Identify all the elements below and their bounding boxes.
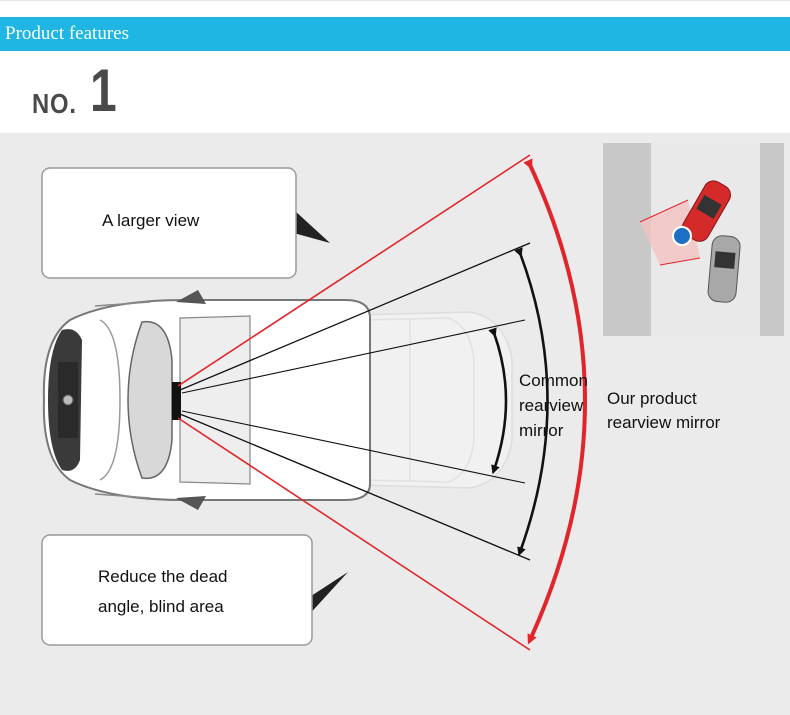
wide-view-lines (177, 154, 531, 651)
common-mirror-label-line1: Common (519, 371, 588, 390)
common-view-lines (179, 242, 531, 561)
top-rule (0, 0, 790, 1)
main-car-top-view (42, 290, 371, 510)
inset-traffic-scene (603, 143, 784, 336)
callout-larger-view-box (41, 167, 330, 279)
section-title: Product features (5, 23, 129, 44)
callout-dead-angle-line1: Reduce the dead (98, 567, 228, 586)
our-mirror-label-line1: Our product (607, 389, 697, 408)
common-mirror-label-line2: rearview (519, 396, 584, 415)
section-header-bar: Product features (0, 17, 790, 51)
common-view-arc (514, 247, 549, 557)
wide-view-arc (523, 158, 587, 645)
inner-view-arc (488, 327, 508, 475)
callout-dead-angle-line2: angle, blind area (98, 597, 224, 616)
common-mirror-label-line3: mirror (519, 421, 564, 440)
our-mirror-label-line2: rearview mirror (607, 413, 721, 432)
callout-larger-view-text: A larger view (102, 211, 200, 230)
feature-number-prefix: NO. (32, 88, 77, 119)
callout-dead-angle-box (41, 534, 348, 646)
feature-number: 1 (90, 57, 117, 124)
